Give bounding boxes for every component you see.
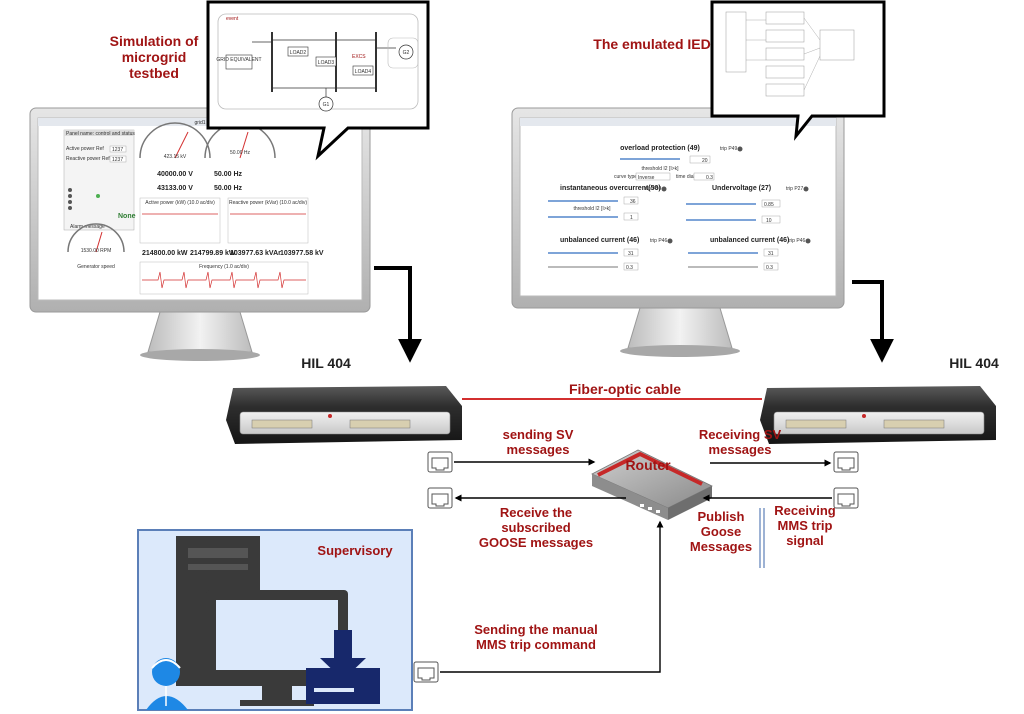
instantaneous-threshold-label: threshold I2 [I>k] [573,206,611,212]
ethernet-port-left-top [427,451,453,473]
operator-user-icon [146,658,188,710]
unbalanced-right-delay: 0.3 [766,265,773,271]
voltage-reference: 40000.00 V [157,171,193,178]
active-power-ref-value: 1237 [112,147,123,153]
undervoltage-delay-value: 10 [766,218,772,224]
ied-title: The emulated IED [593,36,711,52]
instantaneous-title: instantaneous overcurrent(50) [560,185,661,192]
sending-mms-label: Sending the manual MMS trip command [474,622,598,652]
unbalanced-right-title: unbalanced current (46) [710,237,789,244]
instantaneous-delay-value: 1 [630,215,633,221]
voltage-gauge-value: 423.15 kV [164,154,187,160]
ethernet-port-right-bottom [833,487,859,509]
active-power-ref-label: Active power Ref [66,146,104,152]
frequency-measurement: 50.00 Hz [214,185,243,192]
overload-threshold-value: 20 [702,158,708,164]
curve-type-value: Inverse [638,175,655,181]
frequency-gauge-value: 50.00 Hz [230,150,251,156]
ethernet-port-supervisory [413,661,439,683]
trip-46-left-label: trip P46 [650,238,667,244]
receive-goose-label: Receive the subscribed GOOSE messages [478,505,594,550]
speed-value: 1530.00 RPM [81,248,112,254]
sending-mms-arrow [440,520,664,673]
grid-equivalent-label: GRID EQUIVALENT [216,57,261,63]
reactive-power-ref-kvar: 103977.63 kVAr [230,250,281,257]
receiving-mms-label: Receiving MMS trip signal [774,503,836,548]
trip-50-label: trip P50 [644,186,661,192]
sending-sv-label: sending SV messages [502,427,574,457]
g2-label: G2 [403,50,410,56]
publish-goose-label: Publish Goose Messages [689,509,753,554]
active-power-chart [139,197,221,244]
sim-screen: grid1 Panel name: control and status Act… [38,118,362,295]
ethernet-port-left-bottom [427,487,453,509]
frequency-reference: 50.00 Hz [214,171,243,178]
sim-title: Simulation of microgrid testbed [109,33,199,82]
active-power-ref-kw: 214800.00 kW [142,250,188,257]
panel-title: Panel name: control and status [66,131,135,137]
instantaneous-threshold-value: 36 [630,199,636,205]
hil-left-device [226,386,462,444]
computer-monitor-icon [206,590,348,706]
hil-left-label: HIL 404 [301,355,351,371]
undervoltage-title: Undervoltage (27) [712,185,771,192]
time-dial-value: 0.3 [706,175,713,181]
voltage-gauge [139,122,211,159]
time-dial-label: time dial [676,174,695,180]
grid-callout: event GRID EQUIVALENT LOAD2 LOAD3 LOAD4 … [206,0,430,161]
event-label: event [226,16,239,22]
alarm-label: Alarm message [70,224,105,230]
voltage-measurement: 43133.00 V [157,185,193,192]
reactive-power-ref-label: Reactive power Ref [66,156,110,162]
left-monitor-arrow [374,266,422,363]
active-power-chart-title: Active power (kW) (10.0 ac/div) [145,200,215,206]
alarm-status: None [118,213,136,220]
curve-type-label: curve type [614,174,637,180]
unbalanced-right-threshold: 31 [768,251,774,257]
unbalanced-left-threshold: 31 [628,251,634,257]
ethernet-port-right-top [833,451,859,473]
frequency-chart [139,261,309,295]
undervoltage-threshold-value: 0.85 [764,202,774,208]
speed-label: Generator speed [77,264,115,270]
ied-callout [710,0,886,141]
load2-label: LOAD2 [290,50,307,56]
reactive-power-ref-value: 1237 [112,157,123,163]
trip-27-label: trip P27 [786,186,803,192]
active-power-kw: 214799.89 kW [190,250,236,257]
overload-threshold-label: threshold I2 [I>k] [641,166,679,172]
frequency-chart-title: Frequency (1.0 ac/div) [199,264,249,270]
right-monitor-arrow [852,280,894,363]
reactive-power-kv: 103977.58 kV [280,250,324,257]
fiber-label: Fiber-optic cable [568,381,682,397]
router-label: Router [625,457,671,473]
overload-title: overload protection (49) [620,145,700,152]
g1-label: G1 [323,102,330,108]
trip-46-right-label: trip P46 [788,238,805,244]
download-drive-icon [306,630,380,704]
router-device [591,449,713,520]
unbalanced-left-title: unbalanced current (46) [560,237,639,244]
reactive-power-chart-title: Reactive power (kVar) (10.0 ac/div) [229,200,307,206]
trip-49-label: trip P49 [720,146,737,152]
hil-right-device [760,386,996,444]
load3-label: LOAD3 [318,60,335,66]
sim-window-title: grid1 [194,120,205,126]
hil-right-label: HIL 404 [949,355,999,371]
reactive-power-chart [227,197,309,244]
unbalanced-left-delay: 0.3 [626,265,633,271]
receiving-sv-label: Receiving SV messages [698,427,782,457]
ied-screen: overload protection (49) trip P49 20 thr… [520,118,836,271]
excs-label: EXCS [352,54,366,60]
load4-label: LOAD4 [355,69,372,75]
supervisory-label: Supervisory [317,543,393,558]
speed-gauge [67,223,125,253]
